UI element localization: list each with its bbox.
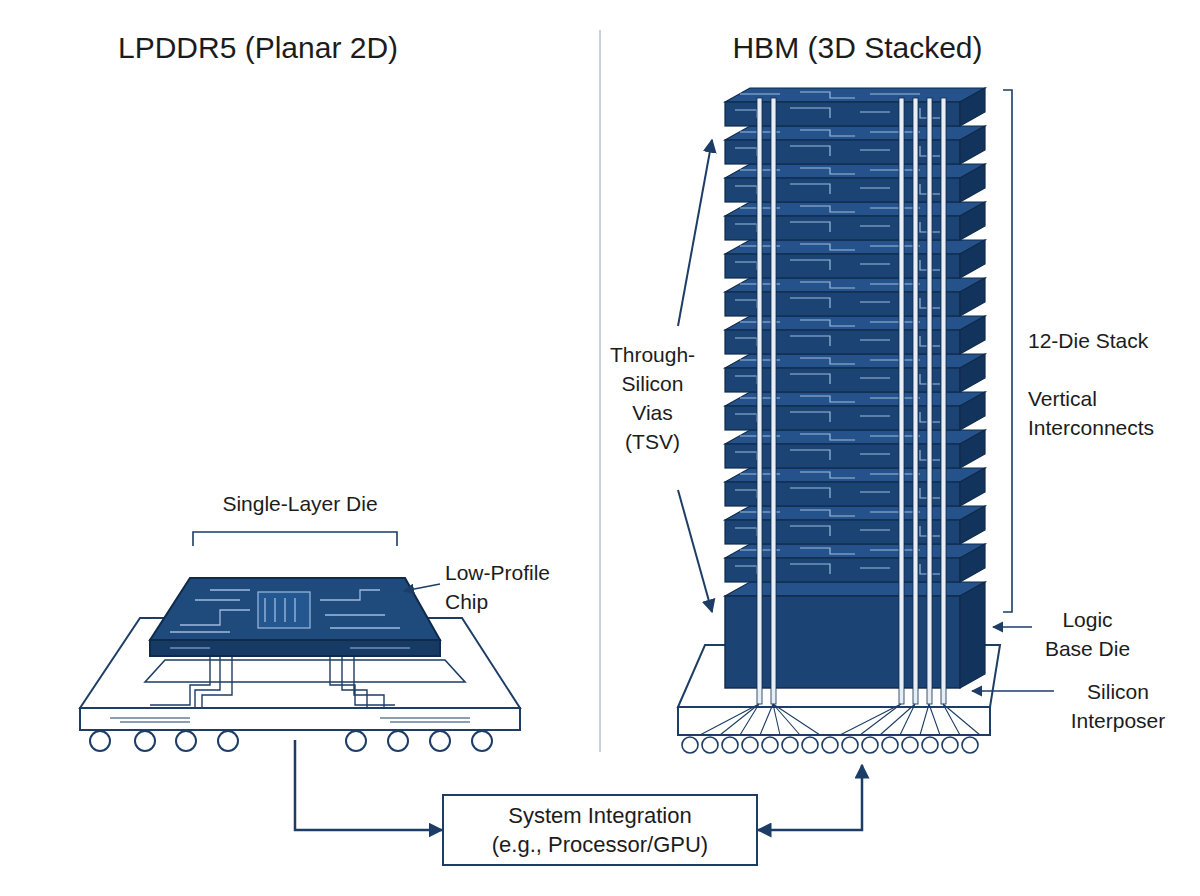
connector-arrow xyxy=(758,765,862,830)
part-label: Logic Base Die xyxy=(1040,605,1135,663)
leader-line xyxy=(404,584,440,591)
process-box: System Integration (e.g., Processor/GPU) xyxy=(442,794,758,866)
leader-line xyxy=(678,490,712,612)
panel-region: HBM (3D Stacked) xyxy=(640,20,1075,765)
panel-heading: HBM (3D Stacked) xyxy=(640,30,1075,66)
panel-heading: LPDDR5 (Planar 2D) xyxy=(40,30,476,66)
stack-bracket xyxy=(1003,90,1012,612)
panel-region: LPDDR5 (Planar 2D) xyxy=(40,20,476,740)
tsv-columns xyxy=(700,98,980,735)
leader-line xyxy=(678,140,712,326)
die-bracket xyxy=(193,532,397,546)
box-text: System Integration (e.g., Processor/GPU) xyxy=(486,801,714,859)
leader-line xyxy=(972,690,1054,692)
part-label: 12-Die Stack xyxy=(1028,326,1178,355)
part-label: Vertical Interconnects xyxy=(1028,384,1173,442)
part-label: Low-Profile Chip xyxy=(445,558,575,616)
part-label: Through-Silicon Vias (TSV) xyxy=(605,340,700,456)
leader-line xyxy=(993,626,1032,628)
part-label: Silicon Interposer xyxy=(1058,677,1178,735)
divider xyxy=(600,30,601,752)
part-label: Single-Layer Die xyxy=(195,489,405,518)
connector-arrow xyxy=(295,740,442,830)
